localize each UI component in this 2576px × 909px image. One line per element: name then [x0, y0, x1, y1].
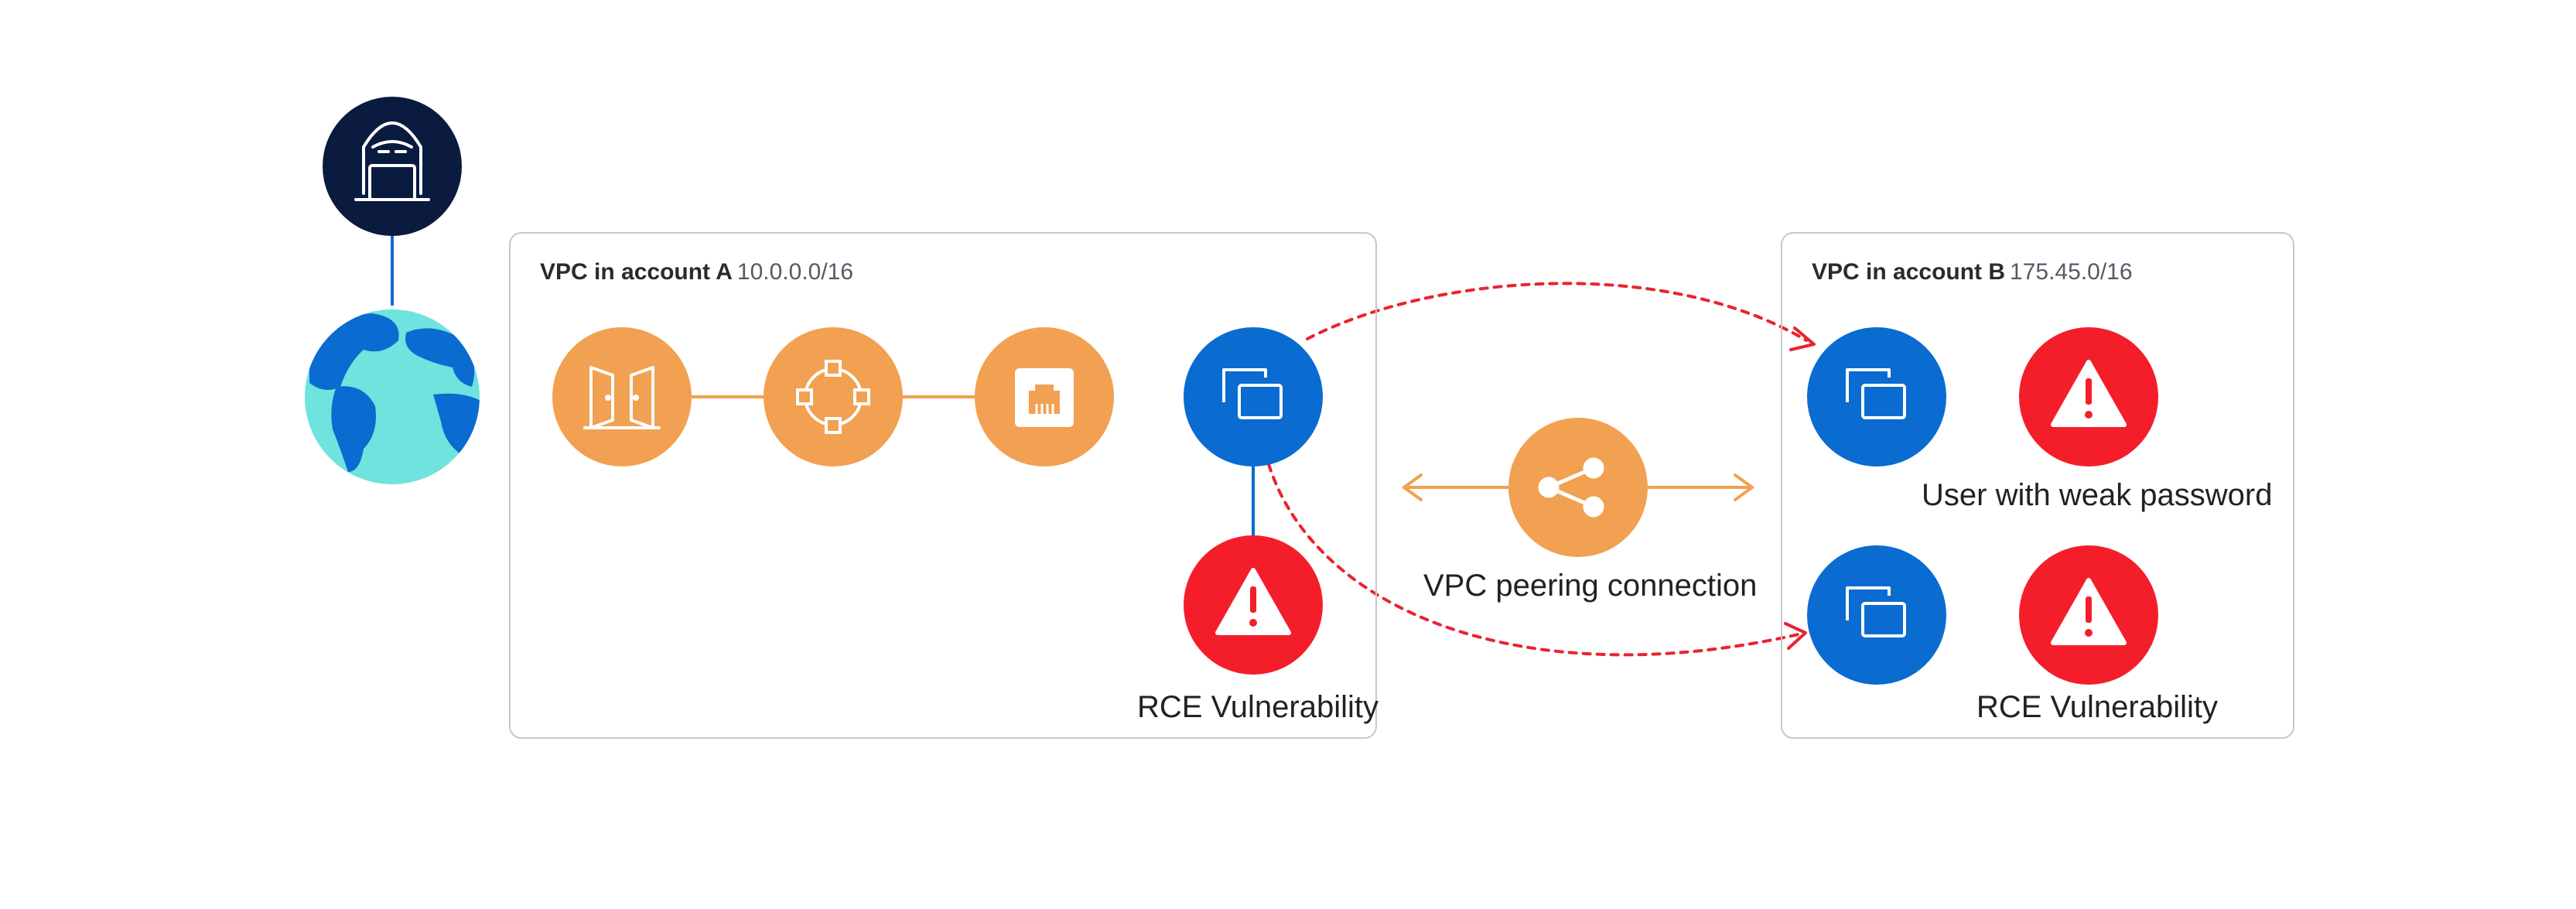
internet-gateway-icon[interactable] [552, 327, 692, 466]
attack-path [1267, 282, 1808, 657]
network-interface-icon[interactable] [975, 327, 1114, 466]
vpc-a-name: VPC in account A [540, 259, 733, 285]
vpc-b-box [1781, 232, 2294, 739]
attack-arrowhead [1789, 326, 1816, 351]
router-icon[interactable] [764, 327, 903, 466]
rce-b-label: RCE Vulnerability [1976, 690, 2218, 724]
alert-triangle-icon[interactable] [2019, 545, 2158, 685]
rce-a-label: RCE Vulnerability [1137, 690, 1379, 724]
instance-windows-icon[interactable] [1807, 327, 1946, 466]
globe-icon [305, 309, 480, 484]
hooded-hacker-laptop-icon [323, 97, 462, 236]
vpc-a-box [509, 232, 1377, 739]
vpc-b-cidr: 175.45.0/16 [2010, 259, 2133, 285]
alert-triangle-icon[interactable] [1184, 535, 1323, 675]
instance-windows-icon[interactable] [1184, 327, 1323, 466]
vpc-a-cidr: 10.0.0.0/16 [736, 259, 854, 285]
peering-label: VPC peering connection [1423, 569, 1758, 603]
vpc-b-name: VPC in account B [1812, 259, 2006, 285]
weak-password-label: User with weak password [1922, 478, 2273, 512]
peering-arrow [1402, 473, 1754, 501]
attack-arrowhead [1784, 622, 1807, 650]
instance-windows-icon[interactable] [1807, 545, 1946, 685]
share-network-icon[interactable] [1508, 418, 1648, 557]
alert-triangle-icon[interactable] [2019, 327, 2158, 466]
